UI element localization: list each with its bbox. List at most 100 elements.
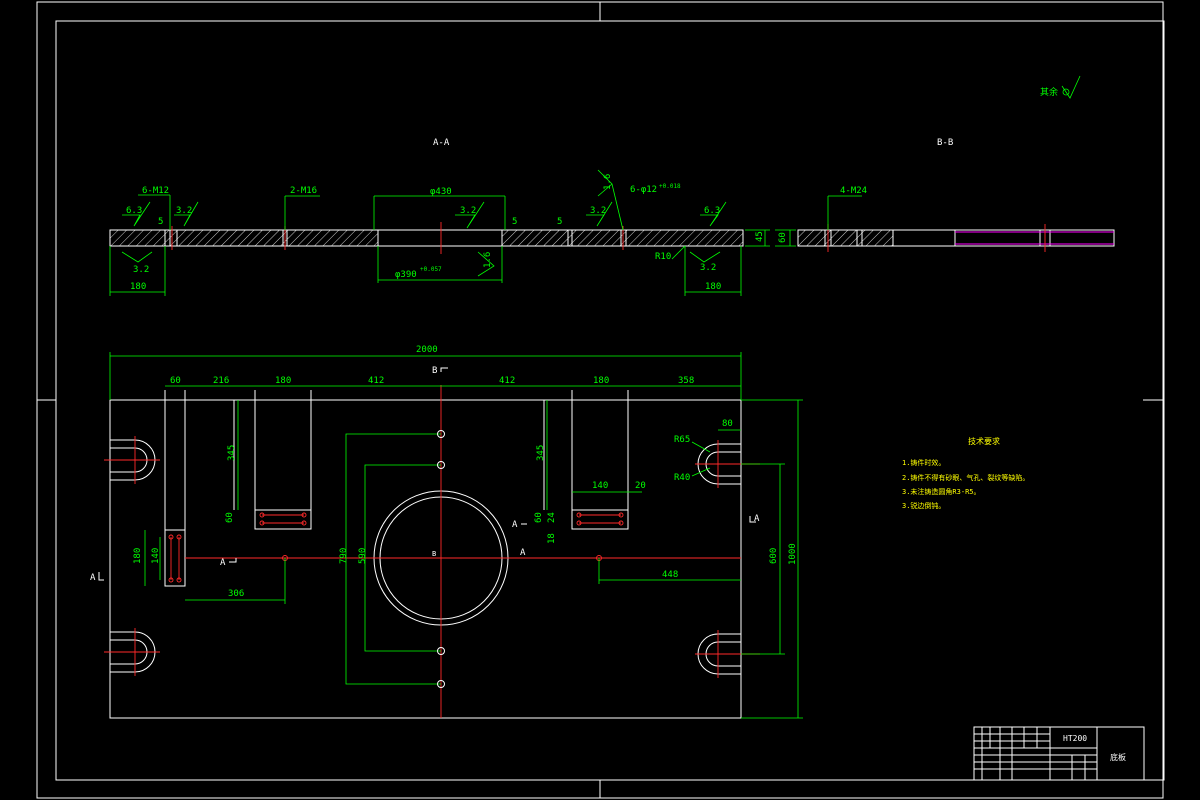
section-bb-outline bbox=[797, 229, 1115, 247]
roughness-32-bottom-right: 3.2 bbox=[700, 263, 716, 273]
radius-r40: R40 bbox=[674, 473, 690, 483]
section-arrow-a-left-icon bbox=[98, 572, 104, 581]
depth-5-b: 5 bbox=[512, 217, 517, 227]
dim-180-a-text: 180 bbox=[275, 376, 291, 386]
section-arrow-b-top-icon bbox=[440, 367, 448, 372]
label-2m16: 2-M16 bbox=[290, 186, 317, 196]
bolt-pad-right-holes bbox=[576, 512, 624, 526]
tech-requirement-item: 2.铸件不得有砂眼、气孔、裂纹等缺陷。 bbox=[902, 473, 1029, 482]
dim-390-text: φ390 bbox=[395, 270, 417, 280]
section-bb-view: 4-M24 60 bbox=[775, 186, 1115, 252]
roughness-note-circle-icon bbox=[1062, 88, 1070, 96]
plan-view: 2000 60 216 180 412 412 180 358 B 345 60… bbox=[90, 345, 803, 719]
roughness-note-label: 其余 bbox=[1040, 86, 1058, 98]
roughness-32-b-icon bbox=[455, 201, 485, 229]
bolt-pad-left-holes bbox=[259, 512, 307, 526]
roughness-32-bottom-right-icon bbox=[689, 251, 721, 263]
dim-600-text: 600 bbox=[769, 548, 779, 564]
leader-r10 bbox=[671, 245, 686, 260]
dim-790-text: 790 bbox=[339, 548, 349, 564]
dim-345-left-text: 345 bbox=[227, 445, 237, 461]
bolt-pad-side-holes bbox=[168, 534, 182, 583]
dim-358-text: 358 bbox=[678, 376, 694, 386]
roughness-32-bottom-left: 3.2 bbox=[133, 265, 149, 275]
radius-r65: R65 bbox=[674, 435, 690, 445]
tech-requirement-item: 3.未注铸造圆角R3-R5。 bbox=[902, 487, 981, 496]
roughness-63-left-icon bbox=[122, 201, 151, 227]
dim-180-right-text: 180 bbox=[705, 282, 721, 292]
section-mark-a-mid: A bbox=[220, 558, 226, 568]
sheet-frame bbox=[36, 1, 1165, 799]
roughness-note-symbol-icon bbox=[1061, 75, 1081, 99]
dim-45-text: 45 bbox=[755, 231, 765, 242]
title-block-material: HT200 bbox=[1063, 734, 1087, 743]
roughness-32-c: 3.2 bbox=[590, 206, 606, 216]
title-block-part-name: 底板 bbox=[1110, 752, 1126, 762]
bore-axis-holes bbox=[282, 430, 602, 688]
dim-60-bb-text: 60 bbox=[778, 232, 788, 243]
roughness-63-right-icon bbox=[700, 201, 727, 227]
depth-5-c: 5 bbox=[557, 217, 562, 227]
label-4m24: 4-M24 bbox=[840, 186, 867, 196]
bore-boundary-inner bbox=[364, 464, 441, 652]
dim-180-side-text: 180 bbox=[133, 548, 143, 564]
dim-345-right-text: 345 bbox=[536, 445, 546, 461]
dim-412-a-text: 412 bbox=[368, 376, 384, 386]
bolt-pad-left bbox=[254, 509, 312, 530]
hole-icon bbox=[437, 680, 445, 688]
dim-2000-text: 2000 bbox=[416, 345, 438, 355]
dim-590-text: 590 bbox=[358, 548, 368, 564]
hole-icon bbox=[437, 461, 445, 469]
section-bb-title: B-B bbox=[937, 138, 953, 148]
label-6phi12: 6-φ12 bbox=[630, 185, 657, 195]
section-bb-hatch bbox=[798, 230, 893, 246]
title-block-frame bbox=[973, 726, 1145, 781]
depth-5-a: 5 bbox=[158, 217, 163, 227]
dim-216-text: 216 bbox=[213, 376, 229, 386]
dim-24-text: 24 bbox=[547, 512, 557, 523]
tech-requirements: 技术要求 1.铸件时效。 2.铸件不得有砂眼、气孔、裂纹等缺陷。 3.未注铸造圆… bbox=[902, 436, 1029, 510]
roughness-16-bottom-icon bbox=[477, 251, 495, 277]
roughness-32-a: 3.2 bbox=[176, 206, 192, 216]
section-arrow-a-mid-icon bbox=[229, 558, 237, 563]
section-mark-a-center: A bbox=[520, 548, 526, 558]
section-mark-a-right-mid: A bbox=[512, 520, 518, 530]
dim-60-text: 60 bbox=[170, 376, 181, 386]
roughness-32-bottom-left-icon bbox=[121, 251, 153, 263]
dim-412-b-text: 412 bbox=[499, 376, 515, 386]
roughness-63-right: 6.3 bbox=[704, 206, 720, 216]
hole-icon bbox=[437, 430, 445, 438]
dim-140-side-text: 140 bbox=[151, 548, 161, 564]
roughness-32-a-icon bbox=[174, 201, 199, 227]
section-aa-outline bbox=[109, 229, 744, 247]
section-aa-view: 6-M12 2-M16 φ430 6.3 3.2 5 3.2 5 5 3.2 1… bbox=[109, 169, 770, 296]
dim-306-text: 306 bbox=[228, 589, 244, 599]
label-6m12: 6-M12 bbox=[142, 186, 169, 196]
roughness-63-left: 6.3 bbox=[126, 206, 142, 216]
leader-r40 bbox=[691, 467, 711, 477]
leader-r65 bbox=[691, 441, 711, 453]
bore-boundary-outer bbox=[345, 433, 441, 685]
roughness-32-c-icon bbox=[586, 201, 613, 227]
bolt-pad-side bbox=[164, 529, 186, 587]
dim-18-text: 18 bbox=[547, 533, 557, 544]
tech-requirement-item: 1.铸件时效。 bbox=[902, 458, 945, 467]
plan-outline bbox=[109, 399, 742, 719]
dim-80-text: 80 bbox=[722, 419, 733, 429]
dim-430-text: φ430 bbox=[430, 187, 452, 197]
dim-180-b-text: 180 bbox=[593, 376, 609, 386]
section-arrow-a-right-icon bbox=[749, 516, 756, 523]
tech-requirements-title: 技术要求 bbox=[968, 436, 1000, 446]
bolt-pad-right bbox=[571, 509, 629, 530]
section-mark-b-center: B bbox=[432, 550, 436, 558]
dim-20-text: 20 bbox=[635, 481, 646, 491]
tech-requirement-item: 3.锐边倒钝。 bbox=[902, 501, 945, 510]
dim-140-top-text: 140 bbox=[592, 481, 608, 491]
tol-390: +0.057 bbox=[420, 266, 442, 273]
tol-phi12: +0.018 bbox=[659, 183, 681, 190]
section-aa-title: A-A bbox=[433, 138, 450, 148]
section-mark-a-left: A bbox=[90, 573, 96, 583]
roughness-16-bottom: 1.6 bbox=[483, 252, 493, 268]
section-mark-a-right: A bbox=[754, 514, 760, 524]
